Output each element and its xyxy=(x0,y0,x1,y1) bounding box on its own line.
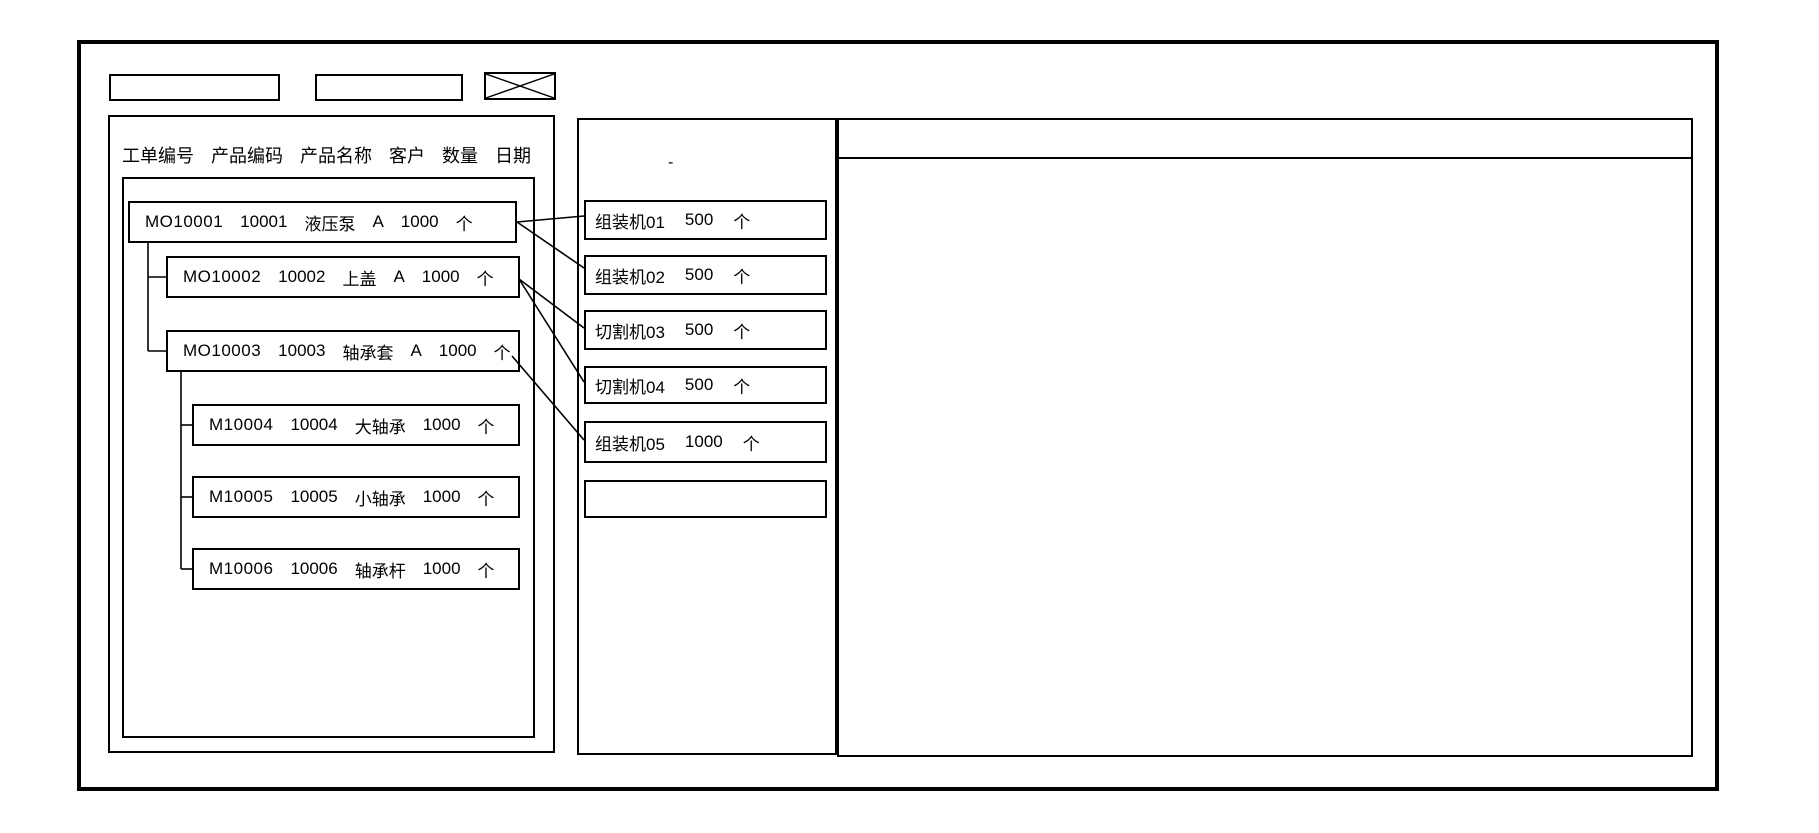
unit: 个 xyxy=(477,417,495,437)
order-no: MO10003 xyxy=(183,341,262,360)
product-name: 大轴承 xyxy=(354,417,406,437)
product-name: 小轴承 xyxy=(354,489,406,509)
machine-row-zhuangji01[interactable]: 组装机01 500 个 xyxy=(584,200,827,240)
machine-qty: 500 xyxy=(684,265,714,284)
product-name: 上盖 xyxy=(342,269,377,289)
product-code: 10003 xyxy=(278,341,326,360)
machine-unit: 个 xyxy=(733,322,751,342)
machine-row-qiegeji04[interactable]: 切割机04 500 个 xyxy=(584,366,827,404)
close-button[interactable] xyxy=(484,72,556,100)
header-product-name: 产品名称 xyxy=(300,146,372,166)
customer: A xyxy=(372,212,384,231)
toolbar-input-2[interactable] xyxy=(315,74,463,101)
machine-row-qiegeji03[interactable]: 切割机03 500 个 xyxy=(584,310,827,350)
work-order-header: 工单编号 产品编码 产品名称 客户 数量 日期 xyxy=(122,142,542,168)
order-no: M10005 xyxy=(209,487,274,506)
unit: 个 xyxy=(477,561,495,581)
machine-name: 组装机02 xyxy=(595,267,665,287)
product-name: 液压泵 xyxy=(304,214,356,234)
product-code: 10004 xyxy=(290,415,338,434)
machine-qty: 500 xyxy=(684,320,714,339)
quantity: 1000 xyxy=(421,267,460,286)
close-x-icon xyxy=(486,74,554,98)
machine-row-empty[interactable] xyxy=(584,480,827,518)
machine-unit: 个 xyxy=(733,212,751,232)
machine-row-zhuangji05[interactable]: 组装机05 1000 个 xyxy=(584,421,827,463)
unit: 个 xyxy=(455,214,473,234)
order-no: MO10002 xyxy=(183,267,262,286)
machine-name: 组装机05 xyxy=(595,434,665,454)
header-date: 日期 xyxy=(495,146,531,166)
machine-unit: 个 xyxy=(742,434,760,454)
machine-row-zhuangji02[interactable]: 组装机02 500 个 xyxy=(584,255,827,295)
order-no: MO10001 xyxy=(145,212,224,231)
machine-name: 组装机01 xyxy=(595,212,665,232)
machine-unit: 个 xyxy=(733,377,751,397)
unit: 个 xyxy=(493,343,511,363)
header-qty: 数量 xyxy=(442,146,478,166)
order-no: M10006 xyxy=(209,559,274,578)
header-customer: 客户 xyxy=(389,146,425,166)
work-order-row-MO10001[interactable]: MO10001 10001 液压泵 A 1000 个 xyxy=(128,201,517,243)
quantity: 1000 xyxy=(400,212,439,231)
machine-name: 切割机04 xyxy=(595,377,665,397)
product-code: 10001 xyxy=(240,212,288,231)
quantity: 1000 xyxy=(438,341,477,360)
product-code: 10005 xyxy=(290,487,338,506)
work-order-row-MO10003[interactable]: MO10003 10003 轴承套 A 1000 个 xyxy=(166,330,520,372)
detail-panel xyxy=(837,118,1693,757)
machine-qty: 1000 xyxy=(684,432,723,451)
customer: A xyxy=(393,267,405,286)
work-order-row-M10004[interactable]: M10004 10004 大轴承 1000 个 xyxy=(192,404,520,446)
customer: A xyxy=(410,341,422,360)
work-order-row-M10005[interactable]: M10005 10005 小轴承 1000 个 xyxy=(192,476,520,518)
header-order-no: 工单编号 xyxy=(122,146,194,166)
header-product-code: 产品编码 xyxy=(211,146,283,166)
quantity: 1000 xyxy=(422,559,461,578)
work-order-row-M10006[interactable]: M10006 10006 轴承杆 1000 个 xyxy=(192,548,520,590)
product-code: 10002 xyxy=(278,267,326,286)
machine-unit: 个 xyxy=(733,267,751,287)
product-name: 轴承套 xyxy=(342,343,394,363)
detail-panel-header-divider xyxy=(839,157,1691,159)
machine-name: 切割机03 xyxy=(595,322,665,342)
machine-panel-note: - xyxy=(668,154,674,171)
product-name: 轴承杆 xyxy=(354,561,406,581)
machine-qty: 500 xyxy=(684,375,714,394)
work-order-tree-container xyxy=(122,177,535,738)
work-order-row-MO10002[interactable]: MO10002 10002 上盖 A 1000 个 xyxy=(166,256,520,298)
order-no: M10004 xyxy=(209,415,274,434)
product-code: 10006 xyxy=(290,559,338,578)
quantity: 1000 xyxy=(422,487,461,506)
toolbar-input-1[interactable] xyxy=(109,74,280,101)
unit: 个 xyxy=(477,489,495,509)
unit: 个 xyxy=(476,269,494,289)
machine-qty: 500 xyxy=(684,210,714,229)
quantity: 1000 xyxy=(422,415,461,434)
